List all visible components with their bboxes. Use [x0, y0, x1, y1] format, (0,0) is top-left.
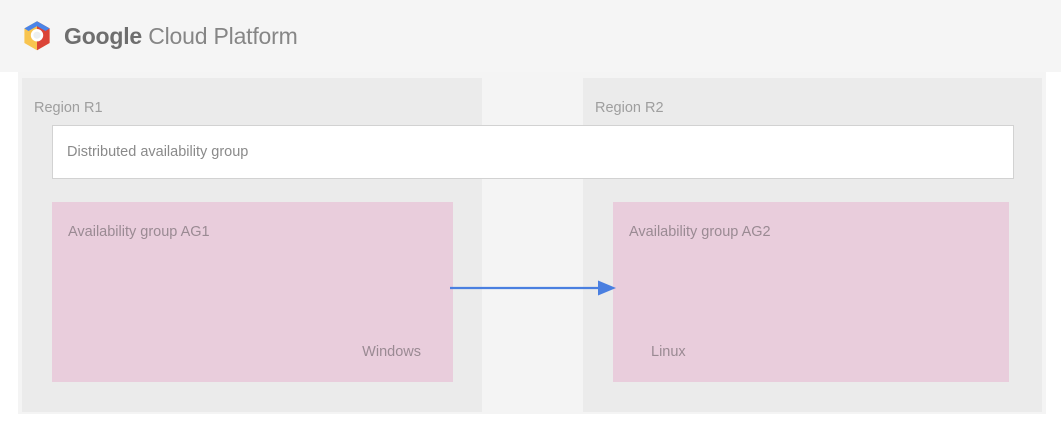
brand-title: Google Cloud Platform	[64, 22, 298, 49]
header-bar: Google Cloud Platform	[0, 0, 1061, 72]
google-cloud-platform-hexagon-icon	[24, 21, 50, 51]
region-label-r2: Region R2	[595, 100, 664, 116]
availability-group-os-ag2: Linux	[651, 344, 686, 360]
availability-group-box-ag1: Availability group AG1 Windows	[52, 202, 453, 382]
diagram-canvas: Region R1 Region R2 Distributed availabi…	[18, 72, 1046, 414]
availability-group-os-ag1: Windows	[362, 344, 421, 360]
replication-arrow-icon	[450, 280, 616, 296]
region-label-r1: Region R1	[34, 100, 103, 116]
distributed-availability-group-label: Distributed availability group	[67, 144, 249, 160]
availability-group-box-ag2: Availability group AG2 Linux	[613, 202, 1009, 382]
brand-google: Google	[64, 22, 143, 49]
distributed-availability-group-box: Distributed availability group	[52, 125, 1014, 179]
brand-cloud-platform: Cloud Platform	[148, 22, 298, 49]
availability-group-title-ag1: Availability group AG1	[68, 224, 210, 240]
availability-group-title-ag2: Availability group AG2	[629, 224, 771, 240]
